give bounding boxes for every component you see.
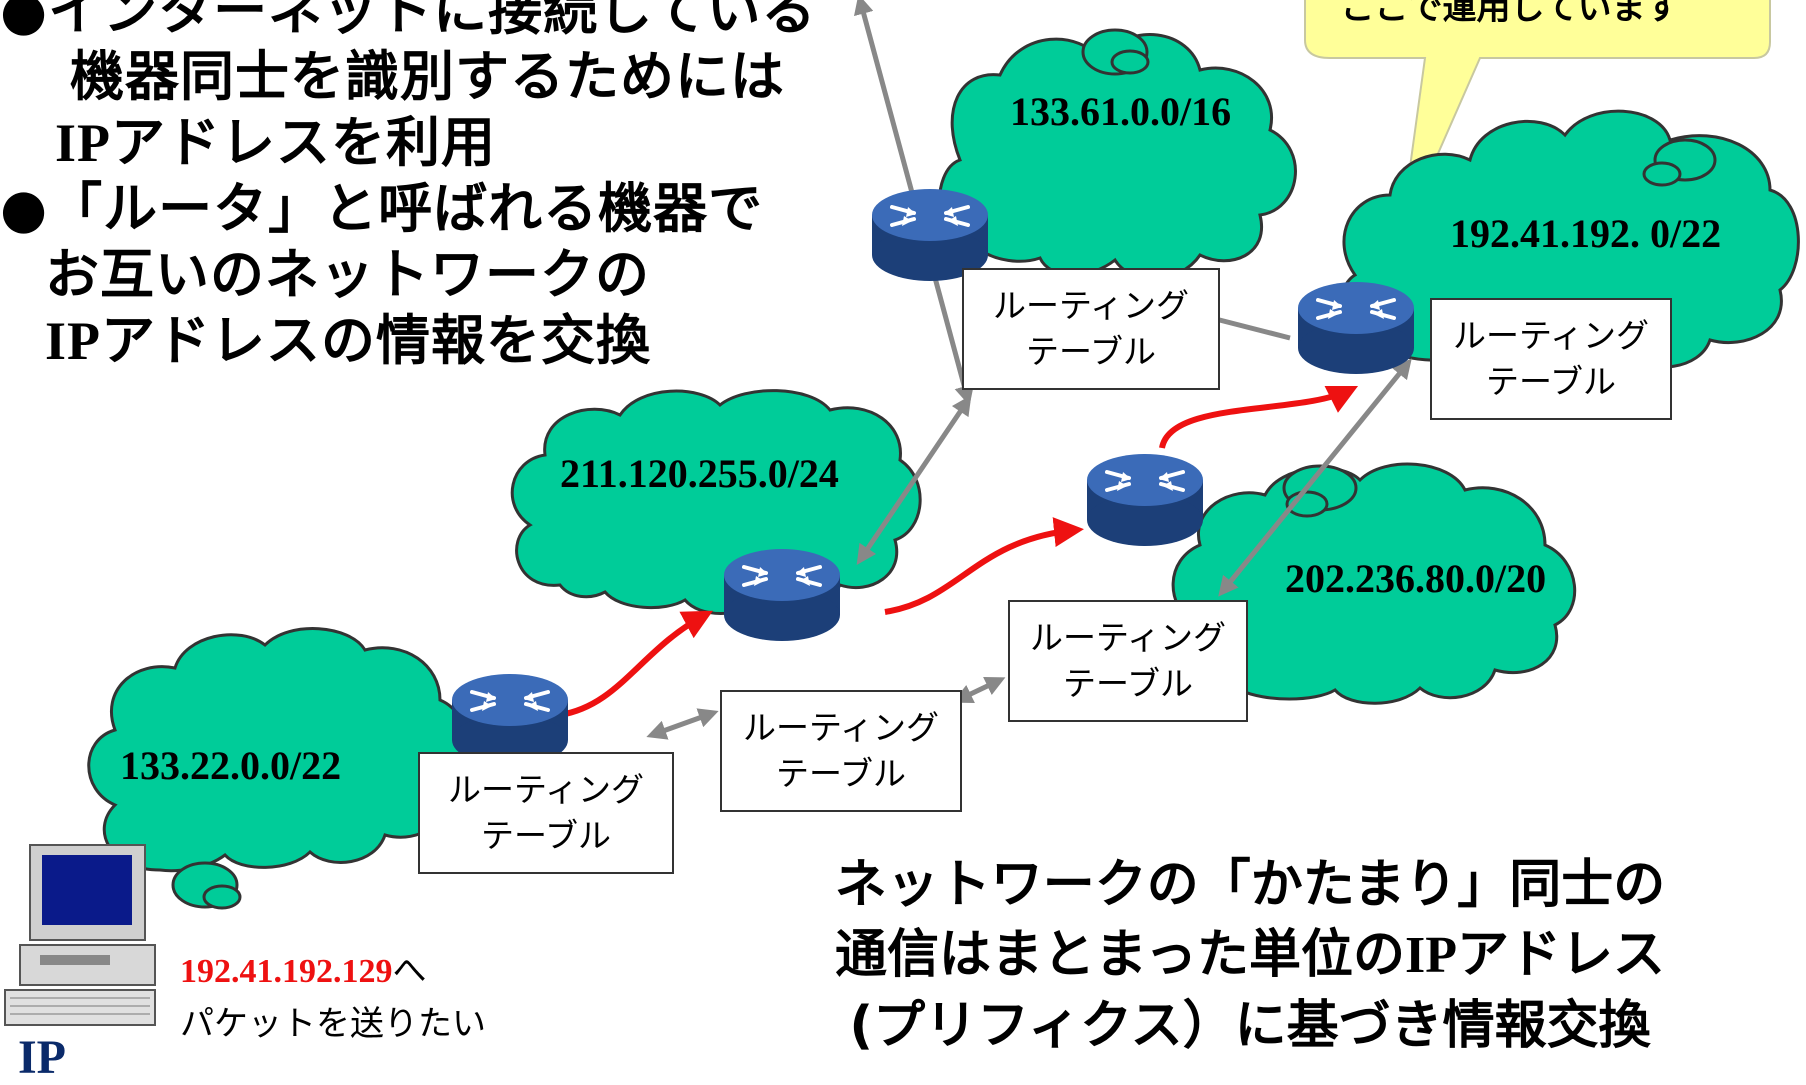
network-prefix: 211.120.255.0/24 [560,451,839,496]
bullet-line: ●インターネットに接続している [0,0,817,42]
sender-note: 192.41.192.129へ パケットを送りたい [180,945,486,1050]
router-icon [1085,452,1205,548]
router-icon [1296,280,1416,376]
bullet-line: IPアドレスを利用 [55,111,496,174]
summary-line: (プリフィクス）に基づき情報交換 [849,996,1651,1056]
summary-line: ネットワークの「かたまり」同士の [834,855,1666,915]
cloud-shape [510,389,922,615]
routing-table-label: ルーティング [1452,316,1650,355]
routing-table-label: ルーティング [992,286,1190,325]
routing-table-box: ルーティング テーブル [720,690,962,812]
network-prefix: 192.41.192. 0/22 [1450,211,1722,256]
cloud-shape [87,627,469,873]
sender-message: パケットを送りたい [180,1004,486,1044]
bullet-line: お互いのネットワークの [45,243,650,306]
bullet-line: IPアドレスの情報を交換 [45,309,651,372]
network-prefix: 133.22.0.0/22 [120,743,342,788]
routing-table-label: テーブル [775,754,907,793]
routing-table-label: テーブル [1025,332,1157,371]
routing-table-label: テーブル [480,816,612,855]
routing-table-box: ルーティング テーブル [1430,298,1672,420]
network-prefix: 202.236.80.0/20 [1285,556,1547,601]
routing-table-label: テーブル [1062,664,1194,703]
callout-text: ここで運用しています [1340,0,1680,28]
summary-text: ネットワークの「かたまり」同士の 通信はまとまった単位のIPアドレス (プリフィ… [770,850,1730,1061]
bullet-line: 機器同士を識別するためには [70,45,785,108]
bullet-line: ●「ルータ」と呼ばれる機器で [0,177,764,240]
routing-table-label: テーブル [1485,362,1617,401]
network-prefix: 133.61.0.0/16 [1010,89,1232,134]
bullet-list: ●インターネットに接続している 機器同士を識別するためには IPアドレスを利用 … [0,0,817,374]
router-icon [722,547,842,643]
exchange-arrows [646,0,1412,740]
routing-table-label: ルーティング [742,708,940,747]
sender-suffix: へ [392,951,427,991]
routing-table-box: ルーティング テーブル [1008,600,1248,722]
routing-table-label: ルーティング [447,770,645,809]
routing-table-box: ルーティング テーブル [962,268,1220,390]
summary-line: 通信はまとまった単位のIPアドレス [835,925,1665,985]
logo-fragment: IP [18,1031,66,1084]
destination-address: 192.41.192.129 [180,953,393,990]
routing-table-box: ルーティング テーブル [418,752,674,874]
computer-icon [4,844,156,1026]
routing-table-label: ルーティング [1029,618,1227,657]
